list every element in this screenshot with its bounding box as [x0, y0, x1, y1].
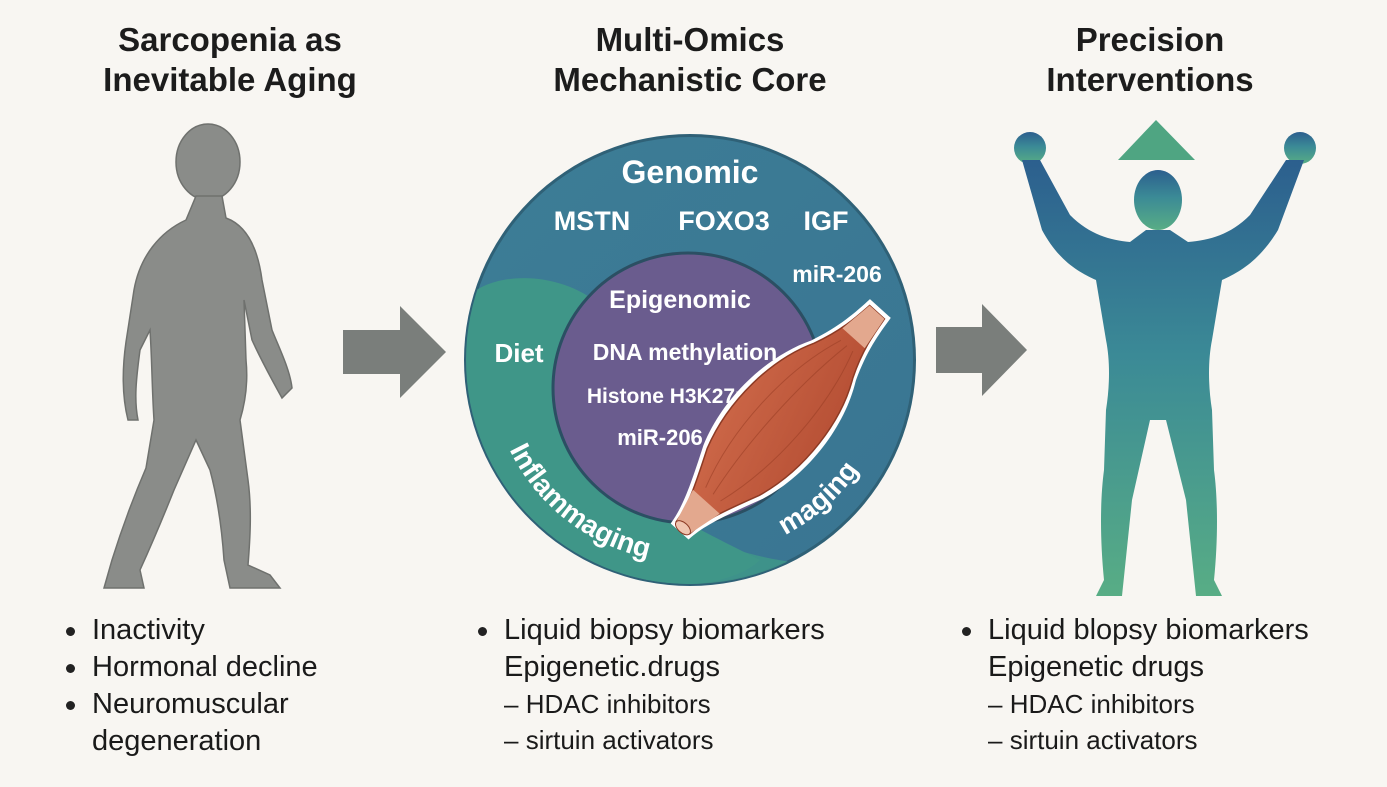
- list-item: Liquid biopsy biomarkers: [474, 612, 825, 649]
- list-item: Inactivity: [62, 612, 318, 649]
- panel-aging-title-line2: Inevitable Aging: [103, 61, 357, 98]
- panel-interventions-list: Liquid blopsy biomarkers Epigenetic drug…: [958, 612, 1309, 758]
- panel-omics-list: Liquid biopsy biomarkers Epigenetic.drug…: [474, 612, 825, 758]
- gene-mstn: MSTN: [554, 206, 631, 236]
- sub-item: – sirtuin activators: [988, 725, 1198, 755]
- sub-item-text: sirtuin activators: [1009, 725, 1198, 755]
- inner-item-dna-methylation: DNA methylation: [593, 339, 777, 365]
- right-arrow-icon: [936, 304, 1027, 396]
- outer-mirna-label: miR-206: [792, 261, 881, 287]
- list-item: Neuromuscular: [62, 686, 318, 723]
- panel-omics-title: Multi-Omics Mechanistic Core: [480, 20, 900, 100]
- panel-aging-title: Sarcopenia as Inevitable Aging: [40, 20, 420, 100]
- sub-item-text: HDAC inhibitors: [525, 689, 711, 719]
- sub-item-text: HDAC inhibitors: [1009, 689, 1195, 719]
- up-triangle-icon: [1118, 120, 1195, 160]
- strong-person-icon: [1014, 132, 1316, 596]
- panel-aging-title-line1: Sarcopenia as: [118, 21, 342, 58]
- sub-item: – HDAC inhibitors: [988, 689, 1195, 719]
- gene-foxo3: FOXO3: [678, 206, 770, 236]
- sub-item-text: sirtuin activators: [525, 725, 714, 755]
- list-item: Hormonal decline: [62, 649, 318, 686]
- sub-item: – sirtuin activators: [504, 725, 714, 755]
- panel-omics-title-line2: Mechanistic Core: [553, 61, 827, 98]
- genomic-label: Genomic: [622, 154, 759, 190]
- panel-omics-title-line1: Multi-Omics: [595, 21, 785, 58]
- gene-igf: IGF: [804, 206, 849, 236]
- diet-label: Diet: [494, 338, 543, 368]
- list-item-continuation: degeneration: [92, 725, 262, 757]
- panel-interventions-title: Precision Interventions: [960, 20, 1340, 100]
- right-arrow-icon: [343, 306, 446, 398]
- muscle-fiber-icon: [670, 299, 891, 540]
- sub-item: – HDAC inhibitors: [504, 689, 711, 719]
- aging-person-icon: [103, 123, 293, 589]
- panel-interventions-title-line1: Precision: [1075, 21, 1225, 58]
- list-item: Epigenetic drugs: [988, 651, 1205, 683]
- panel-interventions-title-line2: Interventions: [1046, 61, 1254, 98]
- inner-item-mirna: miR-206: [617, 425, 703, 450]
- multi-omics-circle: Genomic MSTN FOXO3 IGF miR-206 Diet Epig…: [464, 134, 916, 586]
- diet-region: [466, 278, 760, 584]
- list-item: Epigenetic.drugs: [504, 651, 721, 683]
- epigenomic-label: Epigenomic: [609, 286, 751, 314]
- panel-aging-list: Inactivity Hormonal decline Neuromuscula…: [62, 612, 318, 760]
- list-item: Liquid blopsy biomarkers: [958, 612, 1309, 649]
